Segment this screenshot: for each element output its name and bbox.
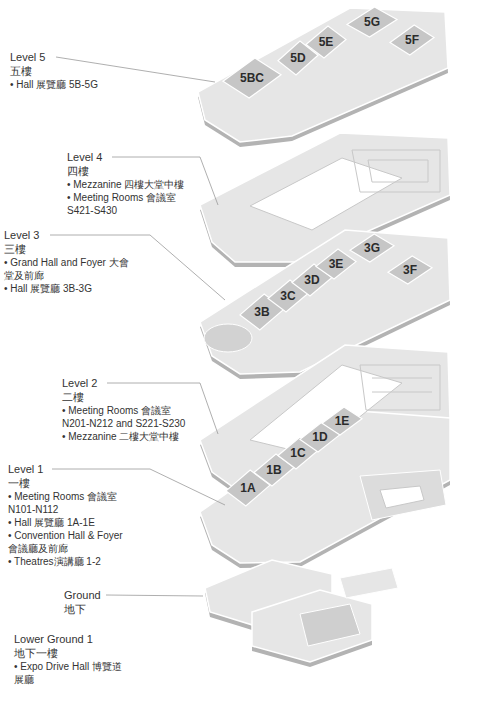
level-name: Ground: [64, 588, 184, 602]
level-name: Level 1: [8, 462, 133, 476]
facility-item: • Mezzanine 四樓大堂中樓: [67, 178, 197, 191]
hall-block: 5F: [390, 25, 434, 55]
hall-name: 3C: [280, 289, 295, 303]
hall-name: 1A: [240, 481, 255, 495]
hall-block: 3E: [316, 249, 356, 279]
hall-block: 5G: [347, 7, 397, 37]
hall-block: 5BC: [223, 58, 281, 98]
hall-name: 3E: [329, 257, 344, 271]
facility-item: • Convention Hall & Foyer 會議廳及前廊: [8, 529, 133, 555]
facility-item: • Meeting Rooms 會議室 S421-S430: [67, 191, 197, 217]
facility-item: • Hall 展覽廳 3B-3G: [4, 282, 129, 295]
floor-details: [204, 150, 446, 646]
level-name: Lower Ground 1: [14, 632, 124, 646]
facility-item: • Expo Drive Hall 博覽道展廳: [14, 660, 124, 686]
hall-name: 1C: [290, 446, 305, 460]
hall-name: 3G: [364, 241, 380, 255]
hall-block: 1E: [322, 407, 362, 435]
level-name: Level 4: [67, 150, 197, 164]
level-name: 三樓: [4, 242, 129, 256]
level-name: 地下: [64, 602, 184, 616]
facility-item: • Hall 展覽廳 1A-1E: [8, 516, 133, 529]
hall-name: 5G: [364, 15, 380, 29]
hall-block: 5E: [306, 26, 346, 58]
hall-name: 3D: [304, 273, 319, 287]
hall-name: 1E: [335, 414, 350, 428]
facility-item: • Grand Hall and Foyer 大會堂及前廊: [4, 256, 129, 282]
hall-block: 3F: [388, 256, 432, 284]
level-name: Level 3: [4, 228, 129, 242]
level-name: 一樓: [8, 476, 133, 490]
level-name: 二樓: [62, 390, 192, 404]
level-name: Level 2: [62, 376, 192, 390]
facility-item: • Mezzanine 二樓大堂中樓: [62, 430, 192, 443]
floor-slabs: [198, 8, 450, 662]
hall-block: 3G: [350, 234, 394, 262]
level-name: 四樓: [67, 164, 197, 178]
level-name: 五樓: [10, 64, 140, 78]
facility-item: • Theatres演講廳 1-2: [8, 555, 133, 568]
hall-name: 5BC: [240, 71, 264, 85]
hall-name: 3B: [254, 305, 269, 319]
facility-item: • Meeting Rooms 會議室 N101-N112: [8, 490, 133, 516]
hall-name: 5D: [290, 51, 305, 65]
hall-name: 5E: [319, 35, 334, 49]
hall-name: 1D: [312, 430, 327, 444]
leader-lines: [50, 57, 225, 596]
facility-item: • Hall 展覽廳 5B-5G: [10, 78, 140, 91]
level-name: 地下一樓: [14, 646, 124, 660]
hall-name: 3F: [403, 263, 417, 277]
hall-name: 5F: [405, 33, 419, 47]
hall-name: 1B: [266, 463, 281, 477]
level-name: Level 5: [10, 50, 140, 64]
facility-item: • Meeting Rooms 會議室 N201-N212 and S221-S…: [62, 404, 192, 430]
